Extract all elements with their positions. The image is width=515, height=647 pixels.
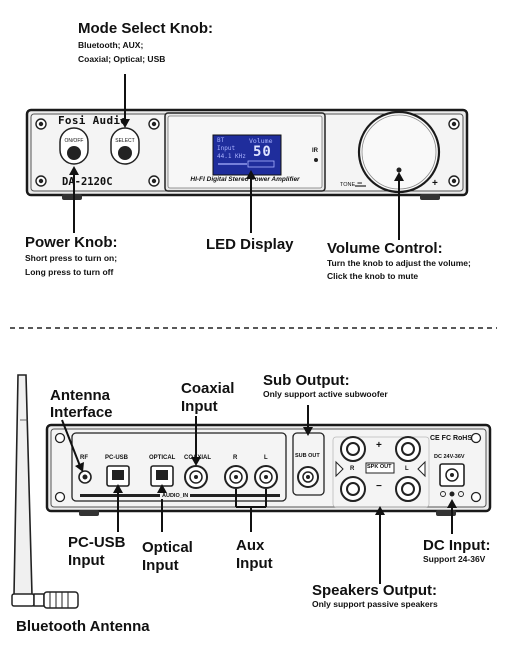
sub-output-title: Sub Output:	[263, 372, 350, 389]
dc-jack[interactable]	[439, 463, 465, 497]
tone-plus: +	[432, 178, 438, 189]
power-knob-desc2: Long press to turn off	[25, 267, 114, 277]
pc-usb-title1: PC-USB	[68, 534, 126, 551]
optical-title2: Input	[142, 557, 179, 574]
onoff-label: ON/OFF	[64, 138, 84, 144]
volume-control-desc1: Turn the knob to adjust the volume;	[327, 258, 471, 268]
volume-control-arrow	[394, 172, 404, 240]
speakers-output-title: Speakers Output:	[312, 582, 438, 599]
ir-label: IR	[312, 148, 318, 154]
speakers-output-arrow	[375, 506, 385, 584]
coaxial-input-title1: Coaxial	[181, 380, 235, 397]
coaxial-port-label: COAXIAL	[184, 455, 211, 461]
optical-port-label: OPTICAL	[149, 455, 176, 461]
aux-title1: Aux	[236, 537, 265, 554]
spk-l-label: L	[405, 466, 409, 472]
onoff-button[interactable]	[59, 127, 89, 165]
rf-label: RF	[80, 455, 88, 461]
lcd-volume-value: 50	[253, 144, 272, 160]
dc-input-arrow	[447, 499, 457, 534]
optical-title1: Optical	[142, 539, 193, 556]
led-display-title: LED Display	[206, 236, 294, 253]
bluetooth-antenna-title: Bluetooth Antenna	[16, 618, 150, 635]
sub-out-jack[interactable]	[297, 466, 319, 488]
select-label: SELECT	[115, 138, 135, 144]
coaxial-input-arrow	[191, 416, 201, 466]
dc-input-title: DC Input:	[423, 537, 491, 554]
coaxial-jack[interactable]	[184, 465, 208, 489]
dc-rating-label: DC 24V-36V	[434, 454, 465, 460]
dc-input-desc: Support 24-36V	[423, 554, 486, 564]
antenna-interface-title2: Interface	[50, 404, 113, 421]
aux-title2: Input	[236, 555, 273, 572]
model-label: DA-2120C	[62, 176, 113, 188]
optical-port[interactable]	[150, 465, 174, 487]
sub-output-desc: Only support active subwoofer	[263, 389, 388, 399]
led-display-arrow	[246, 170, 256, 233]
lcd-input: Input	[217, 145, 236, 152]
sub-output-arrow	[303, 405, 313, 436]
mode-knob-title: Mode Select Knob:	[78, 20, 214, 37]
spk-r-label: R	[350, 466, 355, 472]
pc-usb-port-label: PC-USB	[105, 455, 129, 461]
select-button[interactable]	[110, 127, 140, 165]
device-subtitle: HI-FI Digital Stereo Power Amplifier	[190, 176, 300, 183]
volume-control-title: Volume Control:	[327, 240, 443, 257]
aux-l-label: L	[264, 455, 268, 461]
mode-knob-desc2: Coaxial; Optical; USB	[78, 54, 166, 64]
mode-knob-arrow	[120, 74, 130, 128]
rf-connector[interactable]	[78, 470, 92, 484]
power-knob-desc1: Short press to turn on;	[25, 253, 118, 263]
spk-plus: +	[376, 440, 382, 451]
aux-right-jack[interactable]	[224, 465, 248, 489]
antenna-interface-arrow	[61, 419, 84, 472]
aux-arrow	[235, 489, 267, 532]
tone-label: TONE	[340, 182, 356, 188]
lcd-mode: BT	[217, 137, 225, 144]
speaker-terminals[interactable]	[332, 436, 430, 508]
display-window	[164, 112, 326, 192]
coaxial-input-title2: Input	[181, 398, 218, 415]
spk-out-label: SPK OUT	[367, 464, 392, 470]
antenna-interface-title1: Antenna	[50, 387, 110, 404]
pc-usb-title2: Input	[68, 552, 105, 569]
usb-port[interactable]	[106, 465, 130, 487]
aux-r-label: R	[233, 455, 238, 461]
bluetooth-antenna	[11, 374, 79, 609]
brand-logo: Fosi Audio	[58, 114, 128, 127]
aux-left-jack[interactable]	[254, 465, 278, 489]
power-knob-title: Power Knob:	[25, 234, 118, 251]
ir-sensor	[314, 158, 318, 162]
tone-minus: −	[357, 178, 363, 188]
sub-out-label: SUB OUT	[295, 453, 320, 459]
audio-in-label: AUDIO_IN	[160, 493, 191, 499]
lcd-rate: 44.1 KHz	[217, 153, 246, 160]
lcd-volume-label: Volume	[249, 137, 273, 145]
speakers-output-desc: Only support passive speakers	[312, 599, 438, 609]
power-knob-arrow	[69, 166, 79, 233]
spk-minus: −	[376, 481, 382, 492]
cert-marks: CE FC RoHS	[430, 435, 472, 442]
mode-knob-desc1: Bluetooth; AUX;	[78, 40, 144, 50]
pc-usb-arrow	[113, 484, 123, 532]
volume-control-desc2: Click the knob to mute	[327, 271, 419, 281]
